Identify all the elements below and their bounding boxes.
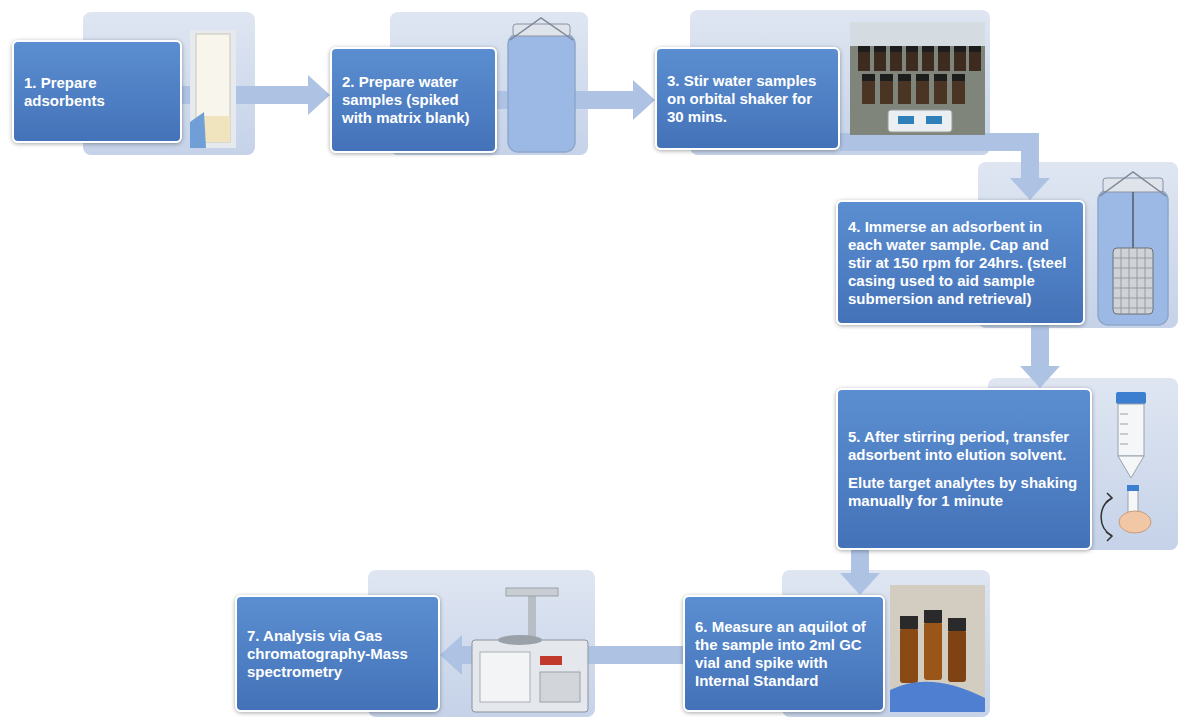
gc-vials-photo xyxy=(890,585,985,712)
process-box: 3. Stir water samples on orbital shaker … xyxy=(655,47,840,150)
process-step-text: Elute target analytes by shaking manuall… xyxy=(848,474,1080,510)
adsorbent-photo xyxy=(190,30,236,148)
arrow-head xyxy=(1010,178,1050,200)
flow-arrow xyxy=(840,550,880,595)
process-box: 4. Immerse an adsorbent in each water sa… xyxy=(836,200,1085,325)
arrow-shaft xyxy=(851,550,869,574)
process-step-text: 5. After stirring period, transfer adsor… xyxy=(848,428,1080,464)
arrow-shaft xyxy=(1031,325,1049,367)
process-step-text: 1. Prepare adsorbents xyxy=(24,74,170,110)
process-step-text: 3. Stir water samples on orbital shaker … xyxy=(667,72,828,126)
process-box: 5. After stirring period, transfer adsor… xyxy=(836,388,1092,550)
process-step-text: 4. Immerse an adsorbent in each water sa… xyxy=(848,218,1073,308)
arrow-head xyxy=(840,573,880,595)
arrow-head xyxy=(440,635,462,675)
flow-arrow xyxy=(1020,325,1060,388)
elution-tube-and-shaking-hand xyxy=(1101,392,1151,541)
orbital-shaker-photo xyxy=(850,22,985,135)
arrow-head xyxy=(308,75,330,115)
process-box: 1. Prepare adsorbents xyxy=(12,40,182,143)
arrow-head xyxy=(633,80,655,120)
water-jar xyxy=(508,18,575,152)
arrow-shaft xyxy=(840,142,1030,179)
process-box: 7. Analysis via Gas chromatography-Mass … xyxy=(235,595,440,712)
process-step-text: 2. Prepare water samples (spiked with ma… xyxy=(342,73,485,127)
process-step-text: 7. Analysis via Gas chromatography-Mass … xyxy=(247,627,428,681)
arrow-head xyxy=(1020,366,1060,388)
jar-with-steel-casing xyxy=(1098,172,1168,325)
process-box: 2. Prepare water samples (spiked with ma… xyxy=(330,47,497,153)
process-step-text: 6. Measure an aquilot of the sample into… xyxy=(695,618,873,690)
gc-ms-instrument xyxy=(472,588,588,712)
process-box: 6. Measure an aquilot of the sample into… xyxy=(683,595,885,712)
flow-arrow xyxy=(840,142,1050,200)
